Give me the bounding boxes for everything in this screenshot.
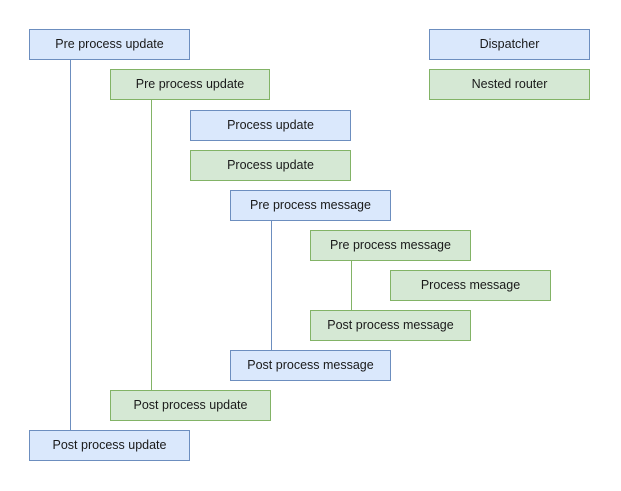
node-label: Post process message [327,317,454,332]
legend-item-dispatcher[interactable]: Dispatcher [429,29,590,60]
node-label: Process message [420,277,521,292]
node-process-update-router[interactable]: Process update [190,150,351,181]
node-pre-process-message-dispatcher[interactable]: Pre process message [230,190,391,221]
node-pre-process-message-router[interactable]: Pre process message [310,230,471,261]
node-label: Post process update [52,437,167,452]
conn-router-update [151,100,152,390]
conn-dispatcher-message [271,221,272,350]
legend-item-nested-router-label: Nested router [471,76,548,91]
node-post-process-message-dispatcher[interactable]: Post process message [230,350,391,381]
node-label: Process update [227,157,314,172]
node-label: Process update [227,117,314,132]
conn-dispatcher-update [70,60,71,430]
legend-item-nested-router[interactable]: Nested router [429,69,590,100]
node-label: Pre process update [55,36,164,51]
node-pre-process-update-router[interactable]: Pre process update [110,69,270,100]
conn-router-message [351,261,352,310]
node-process-message-router[interactable]: Process message [390,270,551,301]
node-post-process-update-dispatcher[interactable]: Post process update [29,430,190,461]
node-label: Pre process message [330,237,451,252]
node-process-update-dispatcher[interactable]: Process update [190,110,351,141]
node-label: Pre process message [250,197,371,212]
legend-item-dispatcher-label: Dispatcher [479,36,540,51]
node-label: Post process update [133,397,248,412]
node-label: Pre process update [135,76,245,91]
node-post-process-update-router[interactable]: Post process update [110,390,271,421]
node-label: Post process message [247,357,374,372]
node-pre-process-update-dispatcher[interactable]: Pre process update [29,29,190,60]
node-post-process-message-router[interactable]: Post process message [310,310,471,341]
